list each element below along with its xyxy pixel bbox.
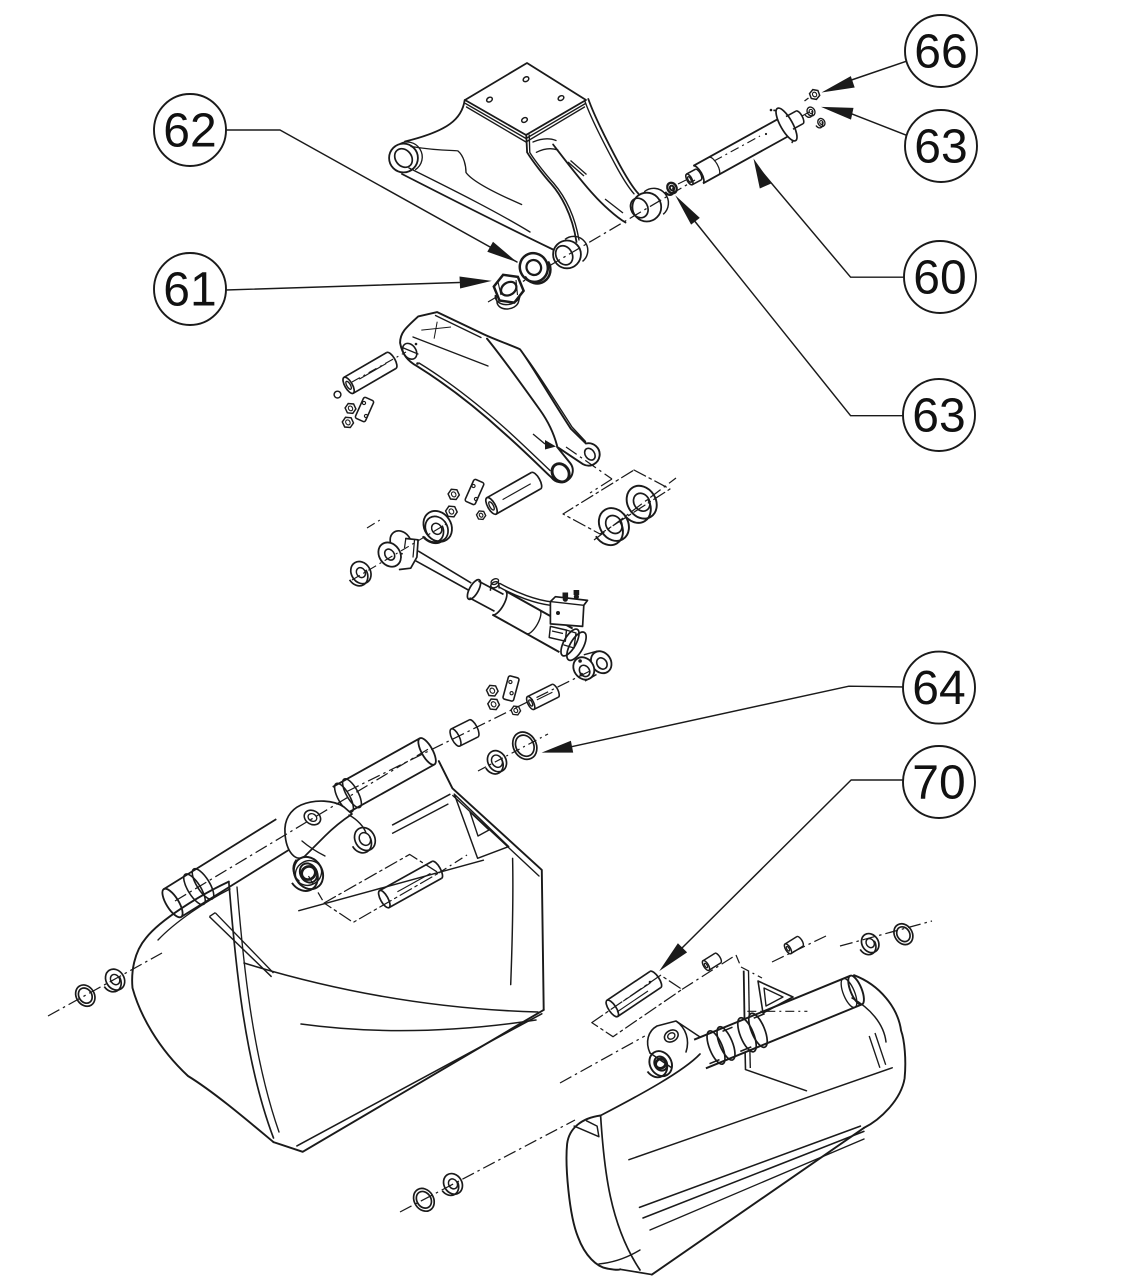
svg-text:66: 66 (914, 26, 967, 79)
svg-text:61: 61 (163, 264, 216, 317)
svg-text:63: 63 (912, 390, 965, 443)
svg-text:62: 62 (163, 105, 216, 158)
svg-text:64: 64 (912, 662, 965, 715)
svg-text:63: 63 (914, 121, 967, 174)
svg-text:70: 70 (912, 757, 965, 810)
svg-text:60: 60 (913, 252, 966, 305)
